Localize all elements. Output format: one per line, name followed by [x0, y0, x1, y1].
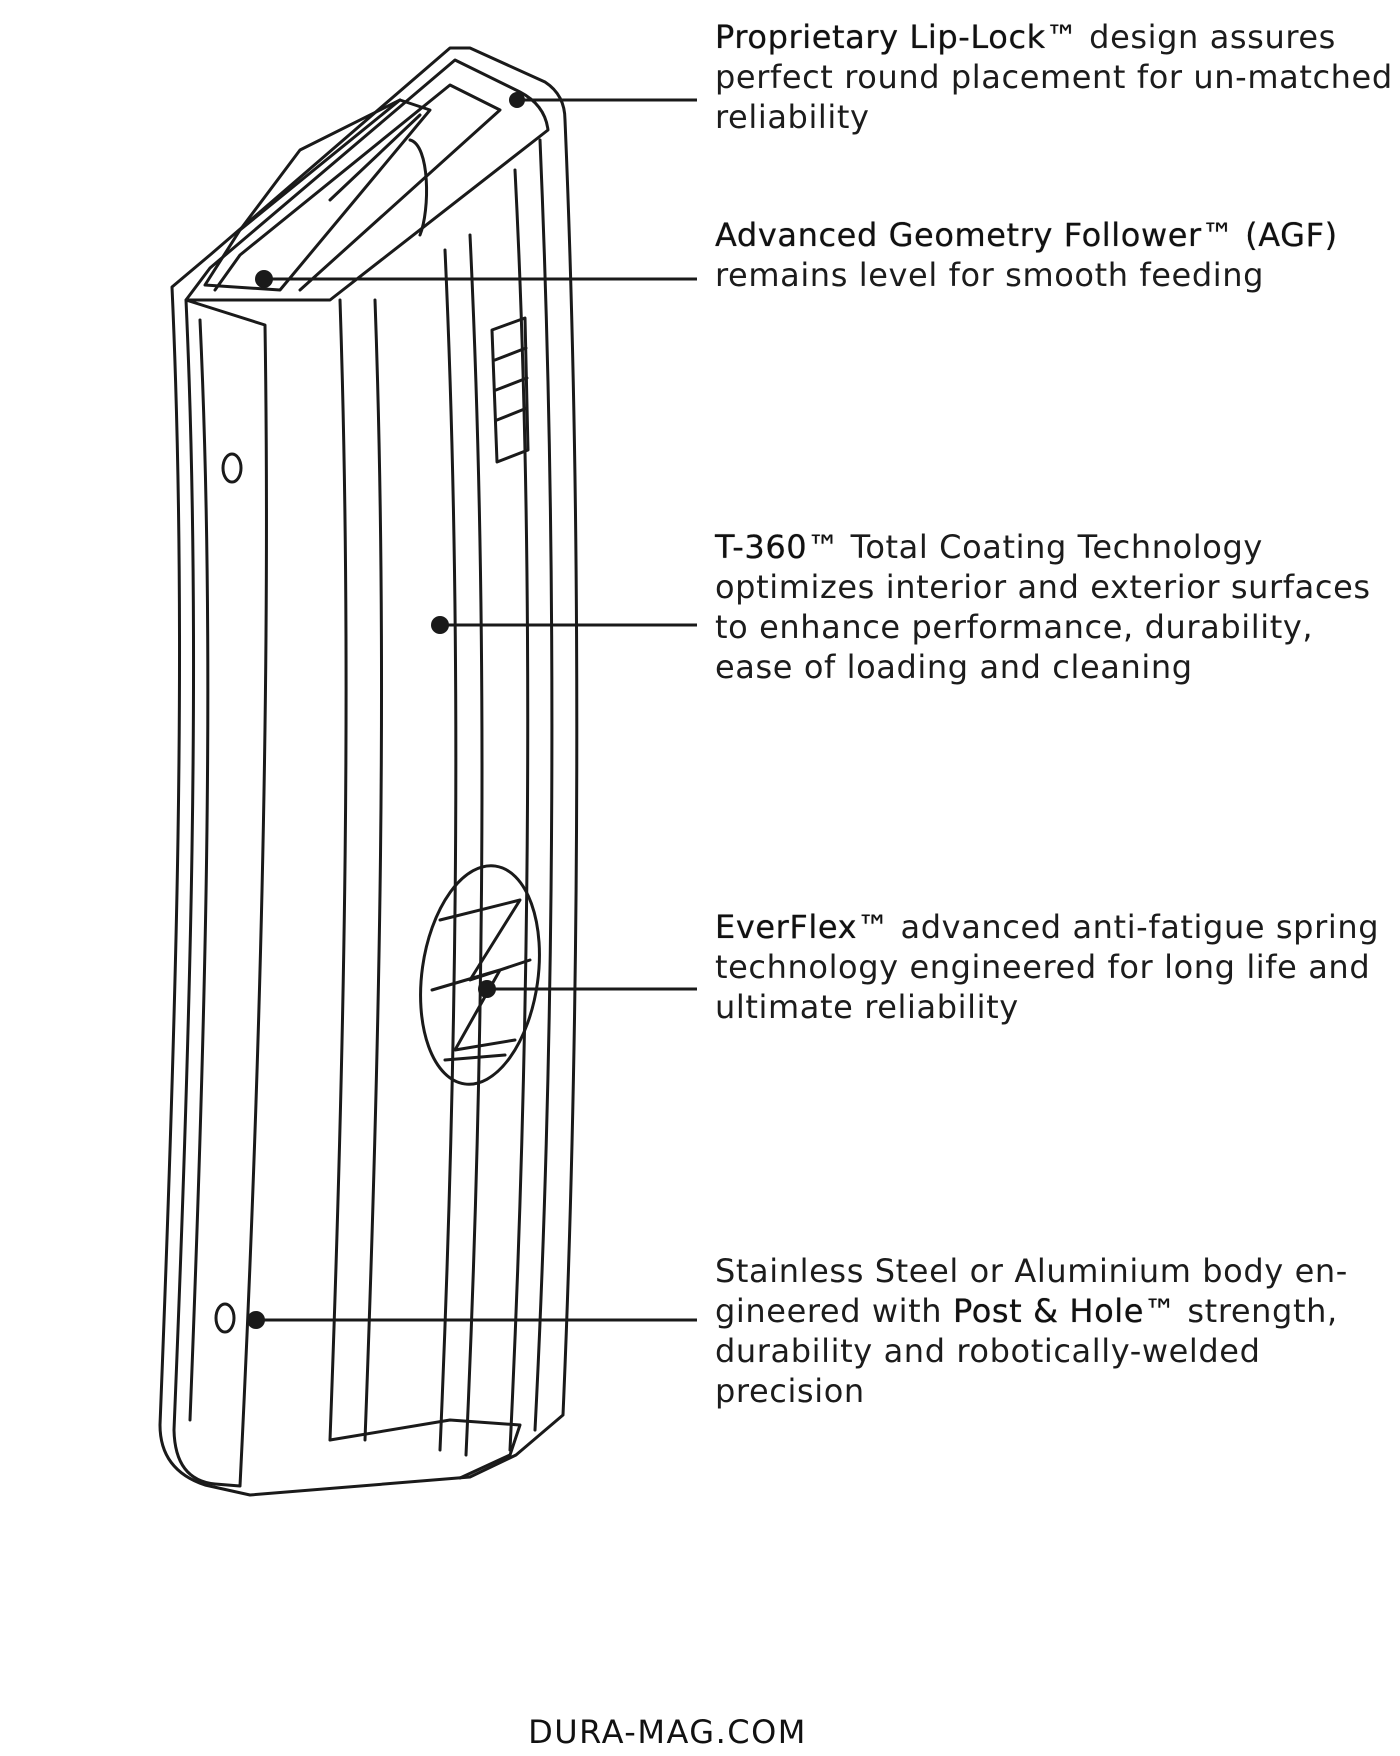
leader-dot-t360: [431, 616, 449, 634]
callout-lip-lock-text: design assures perfect round placement f…: [715, 18, 1393, 136]
callout-body-text-after: strength, durability and robotically-wel…: [715, 1292, 1338, 1410]
side-rib-1: [328, 298, 348, 1442]
leader-dot-body: [247, 1311, 265, 1329]
upper-hole: [221, 452, 243, 484]
magazine-illustration: [158, 46, 579, 1497]
callout-agf-name: Advanced Geometry Follower™ (AGF): [715, 216, 1338, 254]
callout-t360: T-360™ Total Coating Technology optimize…: [715, 527, 1395, 687]
callout-agf: Advanced Geometry Follower™ (AGF) remain…: [715, 215, 1395, 295]
witness-window: [490, 316, 530, 464]
leader-dot-lip-lock: [509, 92, 525, 108]
callout-body: Stainless Steel or Aluminium body en-gin…: [715, 1251, 1395, 1411]
leader-dot-agf: [255, 270, 273, 288]
follower-ridge-2: [328, 113, 422, 202]
leader-dot-everflex: [478, 980, 496, 998]
callout-lip-lock-name: Proprietary Lip-Lock™: [715, 18, 1079, 56]
witness-window-ribs: [493, 346, 529, 422]
leader-lines: [256, 98, 697, 1322]
lower-hole: [214, 1302, 236, 1334]
callout-agf-text: remains level for smooth feeding: [715, 256, 1265, 294]
side-rib-2: [363, 298, 384, 1442]
magazine-outer-outline: [158, 46, 579, 1497]
feed-lips-inner: [213, 83, 502, 292]
callout-everflex: EverFlex™ advanced anti-fatigue spring t…: [715, 907, 1395, 1027]
feed-lips: [184, 58, 550, 302]
magazine-front-inner-edge: [188, 318, 210, 1422]
magazine-front-face: [172, 298, 268, 1488]
callout-body-name: Post & Hole™: [952, 1292, 1177, 1330]
follower-rib: [408, 138, 428, 237]
leader-dots: [247, 92, 525, 1329]
callout-lip-lock: Proprietary Lip-Lock™ design assures per…: [715, 17, 1395, 137]
callout-t360-name: T-360™: [715, 528, 840, 566]
everflex-plate: [419, 864, 541, 1086]
side-rib-6: [533, 138, 554, 1432]
callout-body-text-before: Stainless Steel or Aluminium body en-gin…: [715, 1252, 1348, 1330]
side-rib-3: [438, 248, 458, 1452]
everflex-plate-pattern: [430, 898, 532, 1062]
follower: [203, 98, 432, 292]
base-plate: [328, 1418, 522, 1480]
footer-url: DURA-MAG.COM: [528, 1713, 807, 1751]
side-rib-4: [464, 233, 484, 1457]
follower-ridge: [238, 98, 402, 232]
callout-everflex-name: EverFlex™: [715, 908, 890, 946]
callout-t360-text: Total Coating Technology optimizes inter…: [715, 528, 1371, 686]
callout-everflex-text: advanced anti-fatigue spring technology …: [715, 908, 1380, 1026]
